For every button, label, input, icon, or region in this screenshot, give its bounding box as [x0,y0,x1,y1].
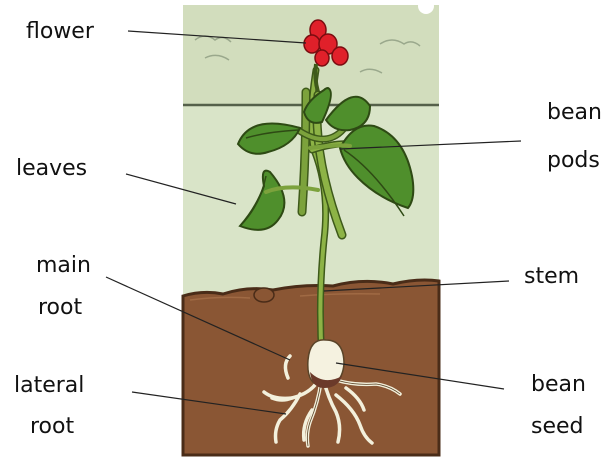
label-lateral-root-line1: lateral [14,375,84,397]
label-bean-seed-line2: seed [531,416,584,438]
label-bean-seed-line1: bean [531,374,586,396]
label-main-root-line1: main [36,255,91,277]
label-stem: stem [524,266,579,288]
label-bean-pods-line1: bean [547,102,602,124]
label-leaves: leaves [16,158,87,180]
label-lateral-root-line2: root [30,416,74,438]
label-bean-pods-line2: pods [547,150,600,172]
label-main-root-line2: root [38,297,82,319]
label-flower: flower [26,21,94,43]
